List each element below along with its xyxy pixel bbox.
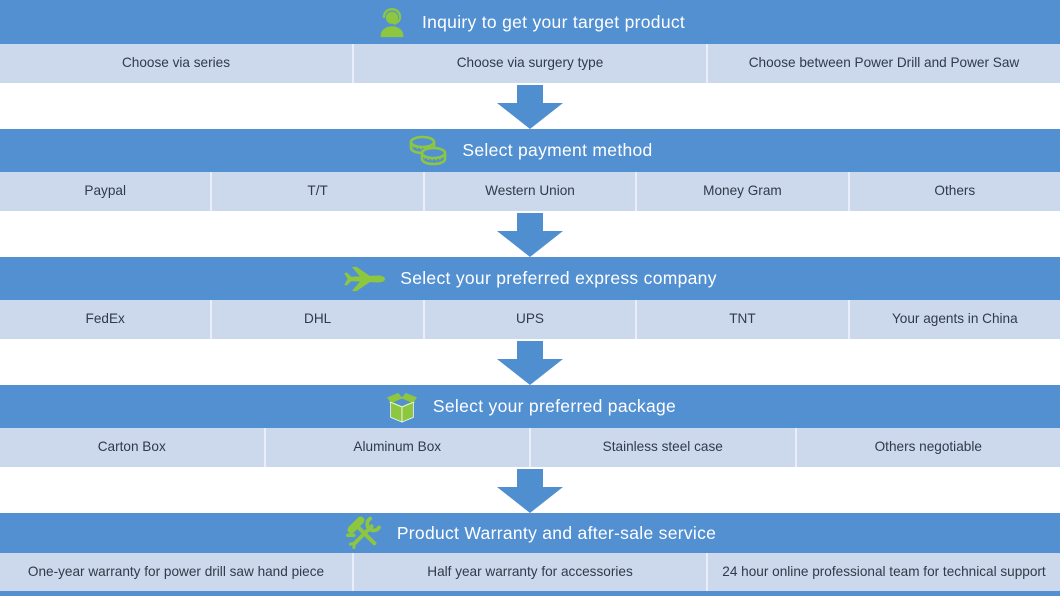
option-cell: Aluminum Box [263, 428, 530, 467]
warranty-tools-icon [344, 516, 384, 550]
option-cell: UPS [422, 300, 635, 339]
section-title: Select your preferred express company [400, 268, 717, 288]
option-cell: Carton Box [97, 439, 166, 454]
section-title: Product Warranty and after-sale service [396, 522, 717, 543]
option-cell: Choose via series [121, 55, 231, 70]
section-options-package: Carton Box Aluminum Box Stainless steel … [0, 428, 1060, 467]
option-cell: Your agents in China [847, 300, 1060, 339]
section-header-package: Select your preferred package [0, 385, 1060, 428]
section-options-inquiry: Choose via series Choose via surgery typ… [0, 44, 1060, 83]
section-title: Inquiry to get your target product [421, 11, 686, 32]
down-arrow-icon [497, 469, 563, 513]
option-cell: DHL [210, 300, 422, 339]
section-options-warranty: One-year warranty for power drill saw ha… [0, 553, 1060, 591]
option-cell: One-year warranty for power drill saw ha… [27, 563, 325, 579]
package-box-icon [384, 390, 420, 424]
option-cell: TNT [635, 300, 847, 339]
option-cell: FedEx [85, 311, 125, 326]
bottom-accent-bar [0, 591, 1060, 596]
section-header-inquiry: Inquiry to get your target product [0, 0, 1060, 44]
flow-connector [0, 83, 1060, 129]
section-title: Select payment method [462, 140, 653, 160]
section-header-warranty: Product Warranty and after-sale service [0, 513, 1060, 553]
coins-icon [407, 134, 449, 168]
down-arrow-icon [497, 85, 563, 129]
section-options-express: FedEx DHL UPS TNT Your agents in China [0, 300, 1060, 339]
option-cell: 24 hour online professional team for tec… [706, 553, 1060, 591]
down-arrow-icon [497, 341, 563, 385]
option-cell: Western Union [422, 172, 635, 211]
section-header-payment: Select payment method [0, 129, 1060, 172]
section-options-payment: Paypal T/T Western Union Money Gram Othe… [0, 172, 1060, 211]
option-cell: Others [847, 172, 1060, 211]
option-cell: Paypal [84, 183, 126, 198]
option-cell: Stainless steel case [529, 428, 795, 467]
option-cell: Money Gram [635, 172, 847, 211]
option-cell: Others negotiable [794, 428, 1060, 467]
down-arrow-icon [497, 213, 563, 257]
section-title: Select your preferred package [432, 396, 677, 416]
flow-connector [0, 339, 1060, 385]
flow-connector [0, 211, 1060, 257]
airplane-icon [343, 263, 387, 295]
flow-connector [0, 467, 1060, 513]
option-cell: Choose via surgery type [352, 44, 706, 83]
option-cell: Choose between Power Drill and Power Saw [706, 44, 1060, 83]
option-cell: Half year warranty for accessories [352, 553, 706, 591]
option-cell: T/T [210, 172, 422, 211]
section-header-express: Select your preferred express company [0, 257, 1060, 300]
support-agent-icon [375, 5, 409, 39]
